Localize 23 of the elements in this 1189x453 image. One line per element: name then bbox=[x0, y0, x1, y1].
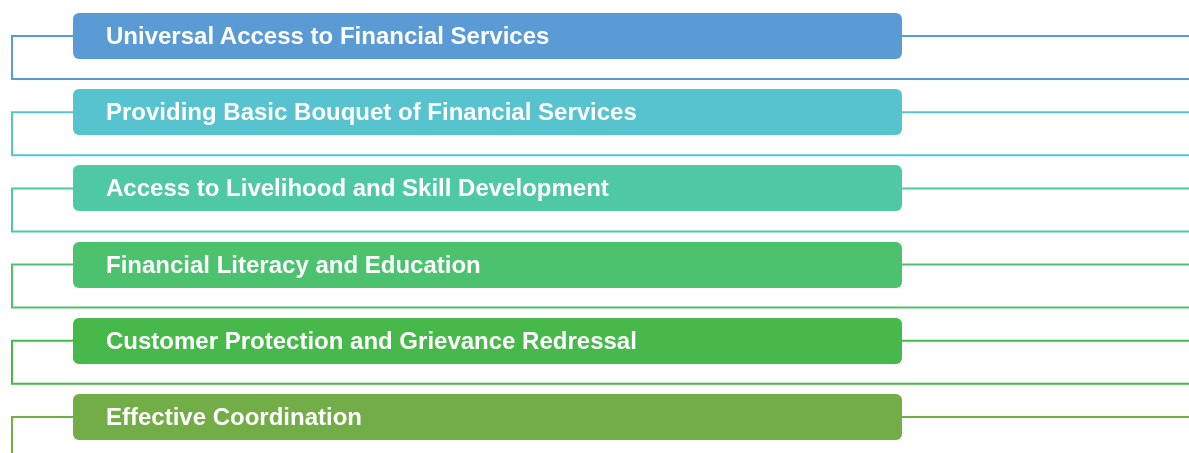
connector-line bbox=[11, 187, 1189, 233]
connector-line bbox=[11, 263, 1189, 309]
topic-box bbox=[73, 241, 902, 288]
topic-box bbox=[73, 13, 902, 59]
connector-line bbox=[901, 263, 1189, 266]
connector-line bbox=[11, 339, 1189, 385]
connector-line bbox=[901, 35, 1189, 37]
topic-title: Universal Access to Financial Services bbox=[106, 22, 550, 50]
topic-title: Customer Protection and Grievance Redressal bbox=[106, 326, 637, 355]
connector-line bbox=[901, 187, 1189, 190]
topic-title: Financial Literacy and Education bbox=[106, 250, 481, 279]
topic-box bbox=[73, 89, 902, 136]
topic-title: Access to Livelihood and Skill Development bbox=[106, 174, 609, 203]
connector-line bbox=[11, 35, 1189, 80]
connector-line bbox=[901, 339, 1189, 342]
connector-line bbox=[11, 111, 1189, 157]
topic-box bbox=[73, 317, 902, 364]
connector-line bbox=[901, 416, 1189, 418]
topic-box bbox=[73, 165, 902, 212]
connector-line bbox=[901, 111, 1189, 114]
topic-title: Providing Basic Bouquet of Financial Services bbox=[106, 98, 637, 127]
topic-box bbox=[73, 394, 902, 440]
topic-title: Effective Coordination bbox=[106, 403, 363, 431]
